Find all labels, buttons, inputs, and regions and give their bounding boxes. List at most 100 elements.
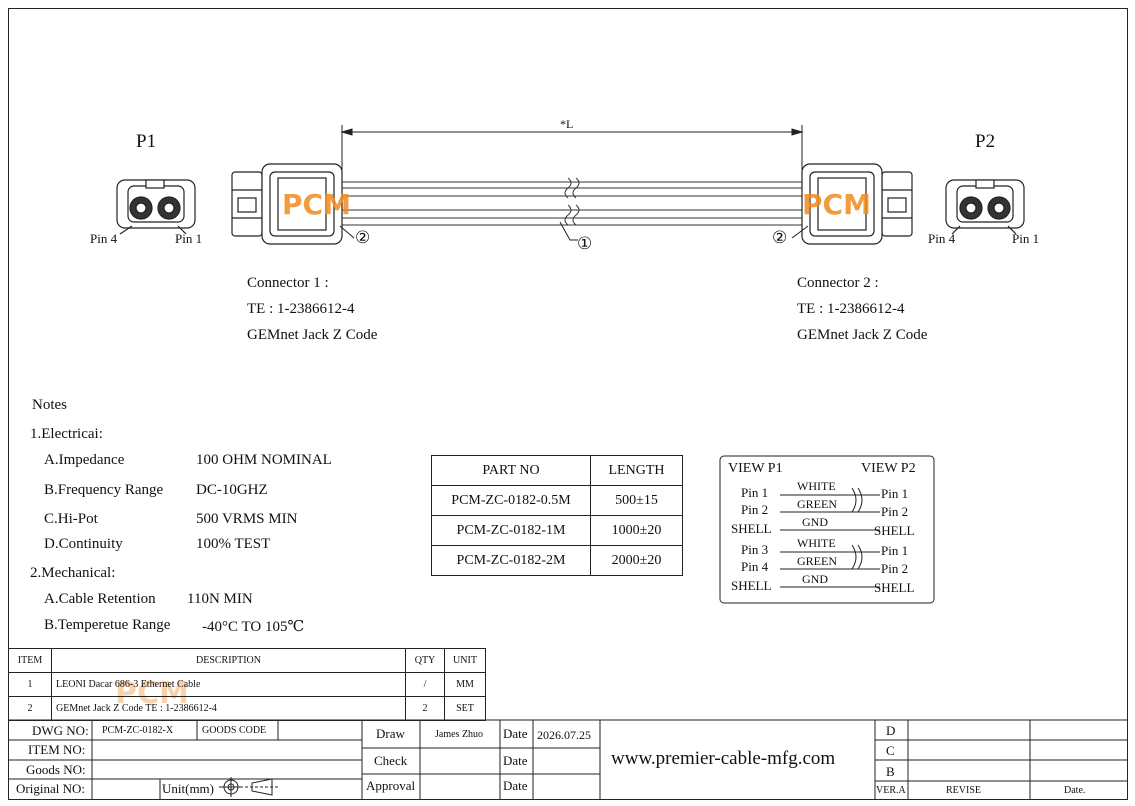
- connector-1-name: GEMnet Jack Z Code: [247, 327, 378, 343]
- length-dimension: [340, 125, 804, 175]
- draw-label: Draw: [376, 726, 405, 741]
- date2-label: Date.: [1064, 785, 1086, 796]
- wiring-left-0: Pin 1: [741, 485, 769, 500]
- drawing-frame: [8, 8, 1128, 800]
- mechanical-item-0-value: 110N MIN: [187, 591, 253, 607]
- length-cell: 2000±20: [590, 545, 683, 576]
- connector-1-title: Connector 1 :: [247, 275, 329, 291]
- mechanical-item-1-value: -40°C TO 105℃: [202, 619, 305, 635]
- date-label-check: Date: [503, 753, 528, 768]
- bom-header-item: ITEM: [8, 648, 52, 673]
- wiring-wire-1: GREEN: [797, 497, 837, 511]
- dwg-no-value: PCM-ZC-0182-X: [102, 725, 174, 736]
- callout-leaders: [339, 221, 809, 241]
- electrical-item-2-value: 500 VRMS MIN: [196, 511, 298, 527]
- cable-body: [340, 177, 805, 226]
- bom-unit-cell: MM: [444, 672, 486, 697]
- wiring-left-2: SHELL: [731, 521, 772, 536]
- wiring-wire-3: WHITE: [797, 536, 836, 550]
- length-cell: 1000±20: [590, 515, 683, 546]
- electrical-item-0-value: 100 OHM NOMINAL: [196, 452, 332, 468]
- goods-code-label: GOODS CODE: [202, 725, 267, 736]
- rev-row-b: B: [886, 764, 895, 779]
- p1-face-view: [116, 179, 196, 235]
- mechanical-item-1-label: B.Temperetue Range: [44, 617, 171, 633]
- draw-name: James Zhuo: [435, 729, 484, 740]
- bom-header-description: DESCRIPTION: [51, 648, 406, 673]
- connector-left: [231, 163, 343, 245]
- wiring-left-3: Pin 3: [741, 542, 769, 557]
- electrical-item-3-value: 100% TEST: [196, 536, 271, 552]
- pcm-logo-left: PCM: [282, 188, 351, 221]
- rev-row-c: C: [886, 743, 895, 758]
- connector-1-part: TE : 1-2386612-4: [247, 301, 355, 317]
- electrical-title: 1.Electricai:: [30, 426, 103, 442]
- connector-2-title: Connector 2 :: [797, 275, 879, 291]
- part-no-cell: PCM-ZC-0182-2M: [431, 545, 591, 576]
- p2-pin4-label: Pin 4: [928, 231, 956, 246]
- date-label-draw: Date: [503, 726, 528, 741]
- parts-table: PART NO LENGTH PCM-ZC-0182-0.5M 500±15 P…: [431, 455, 683, 576]
- bom-header: ITEM DESCRIPTION QTY UNIT: [8, 648, 486, 673]
- wiring-right-2: SHELL: [874, 523, 915, 538]
- table-row: PCM-ZC-0182-1M 1000±20: [431, 515, 683, 546]
- bom-unit-cell: SET: [444, 696, 486, 721]
- ver-label: VER.A: [876, 785, 906, 796]
- connector-right: [801, 163, 913, 245]
- approval-label: Approval: [366, 778, 416, 793]
- p1-pin4-label: Pin 4: [90, 231, 118, 246]
- item-no-label: ITEM NO:: [28, 742, 86, 757]
- callout-2-right: ②: [772, 228, 788, 247]
- original-no-label: Original NO:: [16, 781, 85, 796]
- electrical-item-1-label: B.Frequency Range: [44, 482, 164, 498]
- electrical-item-0-label: A.Impedance: [44, 452, 125, 468]
- date-label-approval: Date: [503, 778, 528, 793]
- unit-label: Unit(mm): [162, 781, 214, 796]
- mechanical-title: 2.Mechanical:: [30, 565, 116, 581]
- revise-label: REVISE: [946, 785, 981, 796]
- table-row: PCM-ZC-0182-2M 2000±20: [431, 545, 683, 576]
- bom-item-cell: 2: [8, 696, 52, 721]
- notes-title: Notes: [32, 397, 67, 413]
- view-p1-label: VIEW P1: [728, 461, 783, 476]
- dwg-no-label: DWG NO:: [32, 723, 89, 738]
- p2-face-view: [945, 179, 1025, 235]
- wiring-left-5: SHELL: [731, 578, 772, 593]
- website-link[interactable]: www.premier-cable-mfg.com: [611, 748, 836, 769]
- wiring-wire-4: GREEN: [797, 554, 837, 568]
- connector-1-info: Connector 1 : TE : 1-2386612-4 GEMnet Ja…: [247, 270, 377, 348]
- p2-pin1-label: Pin 1: [1012, 231, 1040, 246]
- table-row: 2 GEMnet Jack Z Code TE : 1-2386612-4 2 …: [8, 696, 486, 721]
- callout-1-cable: ①: [577, 234, 593, 253]
- rev-row-d: D: [886, 723, 896, 738]
- wiring-wire-2: GND: [802, 515, 828, 529]
- wiring-wire-0: WHITE: [797, 479, 836, 493]
- wiring-wire-5: GND: [802, 572, 828, 586]
- mechanical-item-0-label: A.Cable Retention: [44, 591, 156, 607]
- bom-table: ITEM DESCRIPTION QTY UNIT 1 LEONI Dacar …: [8, 648, 486, 721]
- goods-no-label: Goods NO:: [26, 762, 86, 777]
- wiring-lines: [719, 455, 935, 604]
- wiring-left-1: Pin 2: [741, 502, 769, 517]
- wiring-right-0: Pin 1: [881, 486, 909, 501]
- connector-2-part: TE : 1-2386612-4: [797, 301, 905, 317]
- connector-2-info: Connector 2 : TE : 1-2386612-4 GEMnet Ja…: [797, 270, 927, 348]
- pcm-logo-right: PCM: [802, 188, 871, 221]
- view-p2-label: VIEW P2: [861, 461, 916, 476]
- wiring-right-5: SHELL: [874, 580, 915, 595]
- projection-symbol-icon: [219, 777, 278, 797]
- wiring-left-4: Pin 4: [741, 559, 769, 574]
- wiring-right-1: Pin 2: [881, 504, 909, 519]
- length-label: *L: [560, 117, 574, 131]
- p1-pin1-label: Pin 1: [175, 231, 203, 246]
- bom-header-qty: QTY: [405, 648, 445, 673]
- p2-label: P2: [975, 131, 996, 152]
- check-label: Check: [374, 753, 408, 768]
- electrical-item-1-value: DC-10GHZ: [196, 482, 268, 498]
- callout-2-left: ②: [355, 228, 371, 247]
- electrical-item-2-label: C.Hi-Pot: [44, 511, 98, 527]
- wiring-right-4: Pin 2: [881, 561, 909, 576]
- connector-2-name: GEMnet Jack Z Code: [797, 327, 928, 343]
